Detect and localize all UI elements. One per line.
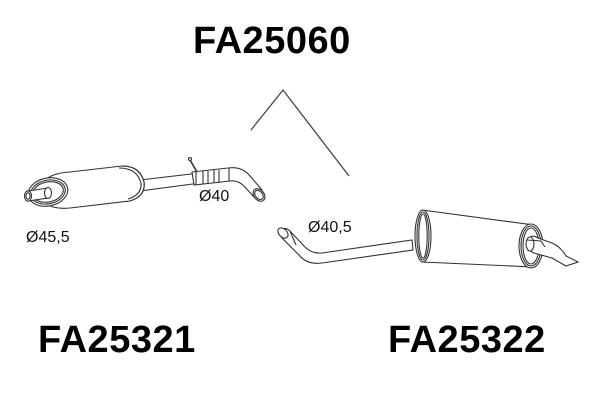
- front-silencer-part-number: FA25321: [38, 319, 196, 361]
- assembly-part-number: FA25060: [193, 20, 351, 62]
- rear-silencer-part-number: FA25322: [388, 319, 546, 361]
- dimension-label-rear-inlet-diameter: Ø40,5: [308, 219, 352, 236]
- front-silencer-drawing: [23, 156, 266, 209]
- dimension-label-outlet-diameter: Ø40: [199, 188, 230, 205]
- assembly-connector-lines: [250, 88, 350, 177]
- rear-silencer-drawing: [277, 209, 580, 269]
- dimension-label-inlet-diameter: Ø45,5: [26, 229, 70, 246]
